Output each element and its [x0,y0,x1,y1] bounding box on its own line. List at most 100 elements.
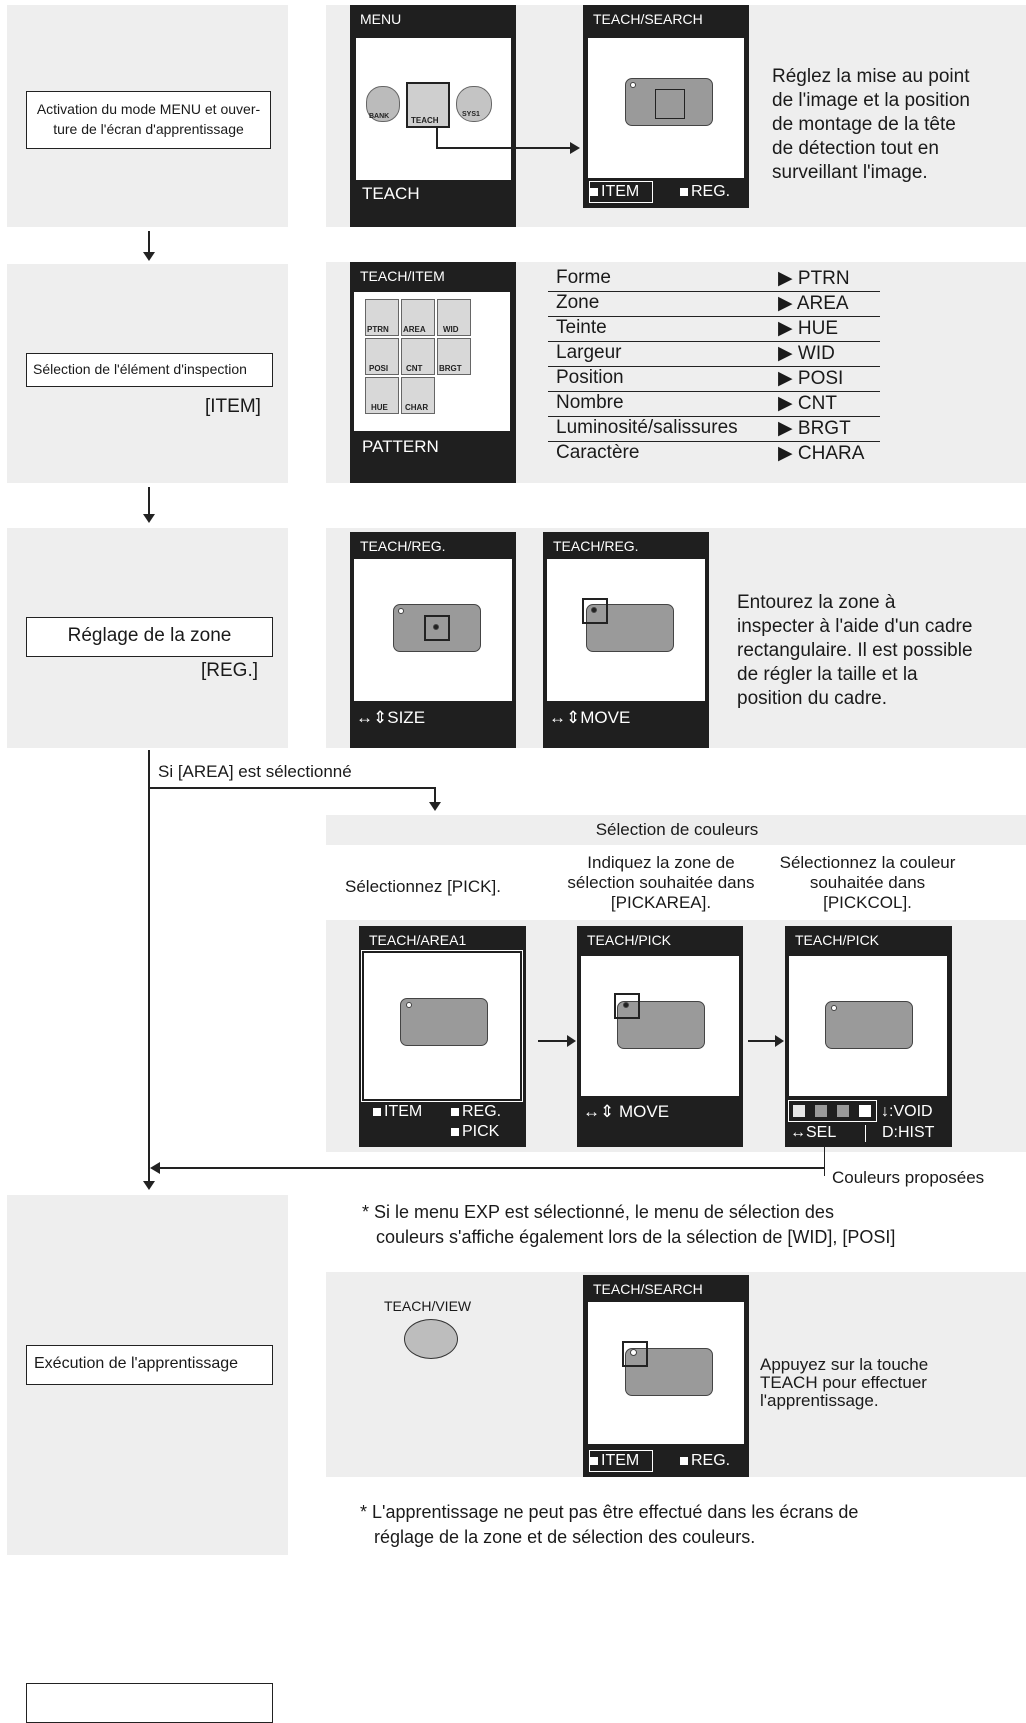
teach-search-frame [622,1341,648,1367]
teach-note-line2: réglage de la zone et de sélection des c… [374,1527,756,1547]
step-box-teach [26,1683,273,1723]
pickcol-dot [831,1005,837,1011]
area1-item-tab[interactable]: ITEM [373,1103,422,1121]
search-screen-view [588,38,744,178]
teach-search-screen: TEACH/SEARCH ITEM REG. [583,1275,749,1477]
flow-arrow-3 [143,1181,155,1190]
color-swatch[interactable] [859,1105,871,1117]
teach-button[interactable] [404,1319,458,1359]
menu-screen-title: MENU [360,11,402,27]
color-swatch[interactable] [815,1105,827,1117]
pickarea-footer: ↔⇕ MOVE [583,1102,670,1121]
reg-size-view [354,559,512,701]
cnt-icon[interactable]: CNT [401,338,435,375]
color-header: Sélection de couleurs [595,820,759,839]
area1-object [400,998,488,1046]
item-row: Teinte▶ HUE [548,316,880,342]
teach-note-line1: * L'apprentissage ne peut pas être effec… [360,1502,859,1522]
flow-line-1 [148,231,150,259]
bank-icon[interactable]: BANK [366,86,400,122]
area1-reg-tab[interactable]: REG. [451,1103,501,1121]
step-box-reg: Réglage de la zone [26,617,273,657]
area-icon[interactable]: AREA [401,299,435,336]
color-swatch[interactable] [793,1105,805,1117]
item-screen-view: PTRN AREA WID POSI CNT BRGT HUE CHAR [354,292,510,431]
sel-label: ↔SEL [790,1124,837,1141]
search-screen-title: TEACH/SEARCH [593,11,703,27]
flow-arrow-1 [143,252,155,261]
step-box-menu: Activation du mode MENU et ouver-ture de… [26,91,271,149]
search-frame [655,89,685,119]
teach-search-title: TEACH/SEARCH [593,1281,703,1297]
item-row: Zone▶ AREA [548,291,880,317]
pickarea-frame [614,993,640,1019]
reg-size-center-dot [433,624,439,630]
area1-pick-tab[interactable]: PICK [451,1123,499,1141]
color-header-panel [326,815,1026,845]
step-item-tag: [ITEM] [205,396,261,417]
search-item-label: ITEM [601,183,640,200]
area-branch-line [148,787,435,789]
brgt-icon[interactable]: BRGT [437,338,471,375]
hist-label: D:HIST [882,1124,935,1141]
teach-icon-label: TEACH [411,116,439,125]
teach-search-object [625,1348,713,1396]
search-reg-tab[interactable]: REG. [680,182,730,202]
step-teach-label: Exécution de l'apprentissage [34,1355,239,1372]
wid-icon[interactable]: WID [437,299,471,336]
area1-dot [406,1002,412,1008]
pickcol-title: TEACH/PICK [795,932,880,948]
search-item-tab[interactable]: ITEM [589,181,653,203]
area1-title: TEACH/AREA1 [369,932,467,948]
reg-description: Entourez la zone à inspecter à l'aide d'… [737,592,973,709]
flow-line-2 [148,487,150,521]
reg-move-title: TEACH/REG. [553,538,639,554]
reg-move-object [586,604,674,652]
teach-item-tab[interactable]: ITEM [589,1450,653,1472]
teach-reg-tab[interactable]: REG. [680,1451,730,1471]
return-line [160,1167,824,1169]
menu-connector-h [436,147,573,149]
char-icon[interactable]: CHAR [401,377,435,414]
item-row: Position▶ POSI [548,366,880,392]
search-description: Réglez la mise au point de l'image et la… [772,66,970,183]
pickarea-object [617,1001,705,1049]
sys1-icon[interactable]: SYS1 [456,86,492,122]
item-row: Nombre▶ CNT [548,391,880,417]
flow-arrow-2 [143,514,155,523]
item-row: Forme▶ PTRN [548,266,880,292]
item-screen-footer: PATTERN [362,437,439,456]
reg-size-frame [424,615,450,641]
pick-arrow-2-head [775,1035,784,1047]
color-swatch[interactable] [837,1105,849,1117]
pickcol-screen: TEACH/PICK ↓:VOID ↔SEL D:HIST [785,926,952,1147]
teach-description: Appuyez sur la touche TEACH pour effectu… [760,1355,929,1410]
step-item-label: Sélection de l'élément d'inspection [33,361,247,377]
menu-screen-footer: TEACH [362,184,420,203]
reg-move-center-dot [591,607,597,613]
color-caption-pickcol: Sélectionnez la couleur souhaitée dans [… [779,853,956,912]
void-label: ↓:VOID [881,1103,933,1120]
step-reg-label: Réglage de la zone [67,625,232,646]
area1-view [361,950,523,1102]
hue-icon[interactable]: HUE [365,377,399,414]
ptrn-icon[interactable]: PTRN [365,299,399,336]
pickarea-title: TEACH/PICK [587,932,672,948]
pickcol-view [789,956,947,1096]
proposed-colors-swatches[interactable] [788,1100,877,1122]
menu-connector-v [436,128,438,148]
item-row: Largeur▶ WID [548,341,880,367]
step-box-teach-exec: Exécution de l'apprentissage [26,1345,273,1385]
reg-size-title: TEACH/REG. [360,538,446,554]
menu-screen: MENU BANK TEACH SYS1 TEACH [350,5,516,227]
pickarea-screen: TEACH/PICK ↔⇕ MOVE [577,926,743,1147]
item-row: Caractère▶ CHARA [556,442,865,464]
area-branch-drop [434,787,436,804]
teach-view-label: TEACH/VIEW [384,1298,472,1314]
menu-connector-arrow [570,142,580,154]
teach-icon[interactable]: TEACH [406,82,450,128]
posi-icon[interactable]: POSI [365,338,399,375]
reg-size-footer: ↔⇕SIZE [356,708,426,727]
item-table: Forme▶ PTRN Zone▶ AREA Teinte▶ HUE Large… [548,266,888,476]
return-arrow-head [150,1162,160,1174]
